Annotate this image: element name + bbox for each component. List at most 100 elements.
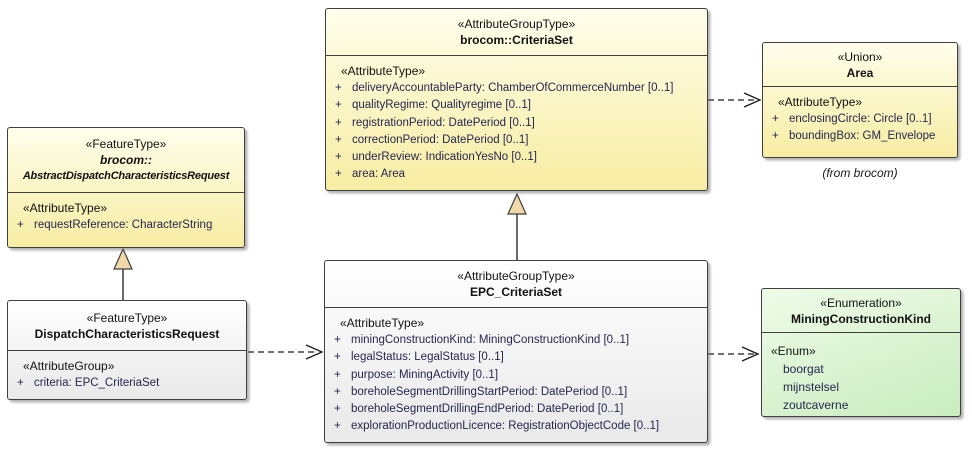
class-name-line2: AbstractDispatchCharacteristicsRequest bbox=[22, 170, 230, 182]
attribute-text: correctionPeriod: DatePeriod [0..1] bbox=[352, 133, 529, 146]
attribute-text: explorationProductionLicence: Registrati… bbox=[351, 420, 660, 433]
class-header: «AttributeGroupType» EPC_CriteriaSet bbox=[325, 261, 707, 308]
attribute-text: registrationPeriod: DatePeriod [0..1] bbox=[352, 116, 535, 129]
visibility-sign: + bbox=[334, 351, 341, 364]
section-label: «AttributeType» bbox=[778, 95, 863, 109]
attribute-text: area: Area bbox=[352, 168, 406, 181]
visibility-sign bbox=[771, 378, 783, 396]
attribute-row: + legalStatus: LegalStatus [0..1] bbox=[334, 349, 703, 366]
visibility-sign: + bbox=[772, 130, 779, 142]
enum-literal-text: zoutcaverne bbox=[783, 398, 849, 412]
attributes-compartment: «AttributeType» + miningConstructionKind:… bbox=[325, 308, 707, 442]
note-from-brocom: (from brocom) bbox=[822, 166, 898, 180]
class-header: «FeatureType» brocom:: AbstractDispatchC… bbox=[8, 128, 244, 193]
stereotype-label: «Enumeration» bbox=[820, 295, 902, 310]
visibility-sign: + bbox=[334, 368, 341, 381]
visibility-sign bbox=[771, 360, 783, 378]
visibility-sign: + bbox=[335, 82, 342, 94]
attribute-row: +area: Area bbox=[335, 166, 703, 183]
attribute-text: underReview: IndicationYesNo [0..1] bbox=[352, 151, 537, 164]
visibility-sign: + bbox=[334, 420, 341, 433]
visibility-sign: + bbox=[334, 334, 341, 346]
stereotype-label: «FeatureType» bbox=[85, 137, 167, 151]
attribute-row: + underReview: IndicationYesNo [0..1] bbox=[335, 149, 703, 166]
class-name: brocom::CriteriaSet bbox=[460, 33, 573, 47]
enum-literal-text: boorgat bbox=[783, 362, 824, 376]
stereotype-label: «FeatureType» bbox=[86, 310, 168, 325]
visibility-sign: + bbox=[17, 219, 24, 231]
class-box-mining-construction-kind[interactable]: «Enumeration» MiningConstructionKind «En… bbox=[761, 288, 961, 417]
attribute-row: + qualityRegime: Qualityregime [0..1] bbox=[335, 97, 703, 114]
attributes-compartment: «AttributeType» + deliveryAccountablePart… bbox=[326, 56, 707, 190]
attribute-text: boreholeSegmentDrillingStartPeriod: Date… bbox=[351, 385, 628, 398]
generalization-arrow-epccriteriaset-to-criteriaset bbox=[507, 192, 527, 260]
attribute-row: + requestReference: CharacterString bbox=[17, 217, 240, 234]
attributes-compartment: «AttributeType» + enclosingCircle: Circle… bbox=[763, 87, 957, 157]
attribute-row: + boreholeSegmentDrillingStartPeriod: Dat… bbox=[334, 384, 703, 401]
visibility-sign: + bbox=[335, 99, 342, 112]
section-label: «AttributeType» bbox=[341, 64, 426, 78]
enum-literal-row: mijnstelsel bbox=[771, 378, 956, 396]
class-box-epc-criteriaset[interactable]: «AttributeGroupType» EPC_CriteriaSet «At… bbox=[324, 260, 708, 443]
attribute-row: + purpose: MiningActivity [0..1] bbox=[334, 367, 703, 384]
class-box-abstract-dispatch-characteristics-request[interactable]: «FeatureType» brocom:: AbstractDispatchC… bbox=[7, 127, 245, 248]
class-name: Area bbox=[846, 65, 874, 80]
enum-literal-row: zoutcaverne bbox=[771, 396, 956, 414]
attribute-row: + correctionPeriod: DatePeriod [0..1] bbox=[335, 132, 703, 149]
section-label: «AttributeType» bbox=[23, 201, 108, 215]
attribute-row: + registrationPeriod: DatePeriod [0..1] bbox=[335, 115, 703, 132]
attribute-row: + enclosingCircle: Circle [0..1] bbox=[772, 111, 953, 128]
stereotype-label: «Union» bbox=[837, 49, 883, 64]
attributes-compartment: «AttributeType» + requestReference: Chara… bbox=[8, 193, 244, 247]
section-label: «AttributeGroup» bbox=[23, 359, 115, 373]
class-name: DispatchCharacteristicsRequest bbox=[34, 326, 220, 341]
enum-literal-text: mijnstelsel bbox=[783, 380, 840, 394]
dependency-arrow-criteriaset-to-area bbox=[708, 92, 762, 108]
attribute-text: deliveryAccountableParty: ChamberOfComme… bbox=[352, 82, 674, 94]
visibility-sign: + bbox=[335, 116, 342, 129]
dependency-arrow-dispatchrequest-to-epccriteriaset bbox=[248, 344, 324, 360]
class-box-area[interactable]: «Union» Area «AttributeType» + enclosingC… bbox=[762, 42, 958, 158]
attribute-text: enclosingCircle: Circle [0..1] bbox=[789, 113, 932, 125]
generalization-arrow-dispatchrequest-to-abstractrequest bbox=[113, 247, 133, 300]
section-label: «AttributeType» bbox=[340, 316, 425, 330]
stereotype-label: «AttributeGroupType» bbox=[457, 269, 575, 283]
attribute-row: + explorationProductionLicence: Registrat… bbox=[334, 418, 703, 435]
attribute-row: + criteria: EPC_CriteriaSet bbox=[17, 375, 242, 392]
class-header: «FeatureType» DispatchCharacteristicsReq… bbox=[8, 301, 246, 351]
attribute-text: purpose: MiningActivity [0..1] bbox=[351, 368, 499, 381]
visibility-sign: + bbox=[772, 113, 779, 125]
class-box-dispatch-characteristics-request[interactable]: «FeatureType» DispatchCharacteristicsReq… bbox=[7, 300, 247, 400]
attribute-text: boundingBox: GM_Envelope bbox=[789, 130, 936, 142]
stereotype-label: «AttributeGroupType» bbox=[457, 17, 576, 31]
attribute-text: criteria: EPC_CriteriaSet bbox=[34, 377, 160, 389]
attribute-row: + boundingBox: GM_Envelope bbox=[772, 128, 953, 145]
visibility-sign bbox=[771, 396, 783, 414]
attribute-row: + miningConstructionKind: MiningConstruct… bbox=[334, 332, 703, 349]
attribute-text: qualityRegime: Qualityregime [0..1] bbox=[352, 99, 531, 112]
class-header: «Union» Area bbox=[763, 43, 957, 87]
dependency-arrow-epccriteriaset-to-miningconstructionkind bbox=[708, 346, 760, 362]
attributes-compartment: «AttributeGroup» + criteria: EPC_Criteria… bbox=[8, 351, 246, 399]
class-header: «Enumeration» MiningConstructionKind bbox=[762, 289, 960, 333]
visibility-sign: + bbox=[334, 385, 341, 398]
class-header: «AttributeGroupType» brocom::CriteriaSet bbox=[326, 9, 707, 56]
visibility-sign: + bbox=[335, 133, 342, 146]
attribute-row: + deliveryAccountableParty: ChamberOfComm… bbox=[335, 80, 703, 97]
section-label: «Enum» bbox=[771, 344, 816, 358]
attribute-text: requestReference: CharacterString bbox=[34, 219, 213, 231]
class-box-brocom-criteriaset[interactable]: «AttributeGroupType» brocom::CriteriaSet… bbox=[325, 8, 708, 191]
class-name: MiningConstructionKind bbox=[791, 311, 931, 326]
attribute-text: boreholeSegmentDrillingEndPeriod: DatePe… bbox=[351, 403, 624, 416]
attribute-text: miningConstructionKind: MiningConstructi… bbox=[351, 334, 630, 346]
visibility-sign: + bbox=[17, 377, 24, 389]
class-name-line1: brocom:: bbox=[100, 153, 152, 167]
visibility-sign: + bbox=[335, 151, 342, 164]
class-name: EPC_CriteriaSet bbox=[469, 285, 563, 299]
enum-literal-row: boorgat bbox=[771, 360, 956, 378]
visibility-sign: + bbox=[334, 403, 341, 416]
attribute-row: + boreholeSegmentDrillingEndPeriod: DateP… bbox=[334, 401, 703, 418]
attribute-text: legalStatus: LegalStatus [0..1] bbox=[351, 351, 504, 364]
